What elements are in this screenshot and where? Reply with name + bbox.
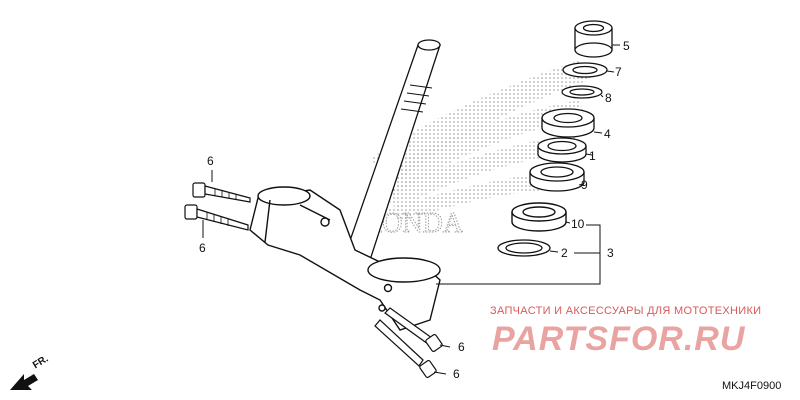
- callout-6-lower-left: 6: [199, 241, 206, 255]
- watermark-caption: ЗАПЧАСТИ И АКСЕССУАРЫ ДЛЯ МОТОТЕХНИКИ: [490, 305, 762, 317]
- callout-10: 10: [571, 217, 585, 231]
- steering-stem-bracket: [249, 186, 441, 331]
- callout-7: 7: [615, 65, 622, 79]
- callout-4: 4: [604, 127, 611, 141]
- callout-8: 8: [605, 91, 612, 105]
- callout-2: 2: [561, 246, 568, 260]
- part-9-bearing-race: [529, 162, 585, 192]
- diagram-code: MKJ4F0900: [722, 380, 782, 392]
- bolt-upper-left: [192, 182, 251, 203]
- part-10-lower-bearing: [511, 202, 567, 232]
- part-2-dust-seal: [497, 239, 551, 257]
- bolt-lower-right-1: [384, 307, 443, 352]
- part-7-lock-nut: [562, 62, 608, 78]
- callout-6-lower-right-2: 6: [453, 367, 460, 381]
- callout-5: 5: [623, 39, 630, 53]
- bolt-lower-left: [184, 204, 249, 231]
- callout-1: 1: [589, 149, 596, 163]
- part-5-dust-seal-sleeve: [574, 20, 613, 58]
- callout-9: 9: [581, 178, 588, 192]
- bolt-lower-right-2: [374, 319, 437, 378]
- watermark-logo: PARTSFOR.RU: [492, 320, 746, 358]
- front-direction-arrow: [10, 374, 38, 390]
- callout-6-upper-left: 6: [207, 154, 214, 168]
- part-8-lock-washer: [561, 85, 603, 99]
- honda-wing-background: [370, 60, 590, 222]
- part-1-upper-bearing: [537, 137, 587, 163]
- callout-3: 3: [607, 246, 614, 260]
- part-4-adjusting-nut: [541, 108, 595, 138]
- leader-lines: [202, 44, 620, 375]
- callout-6-lower-right-1: 6: [458, 340, 465, 354]
